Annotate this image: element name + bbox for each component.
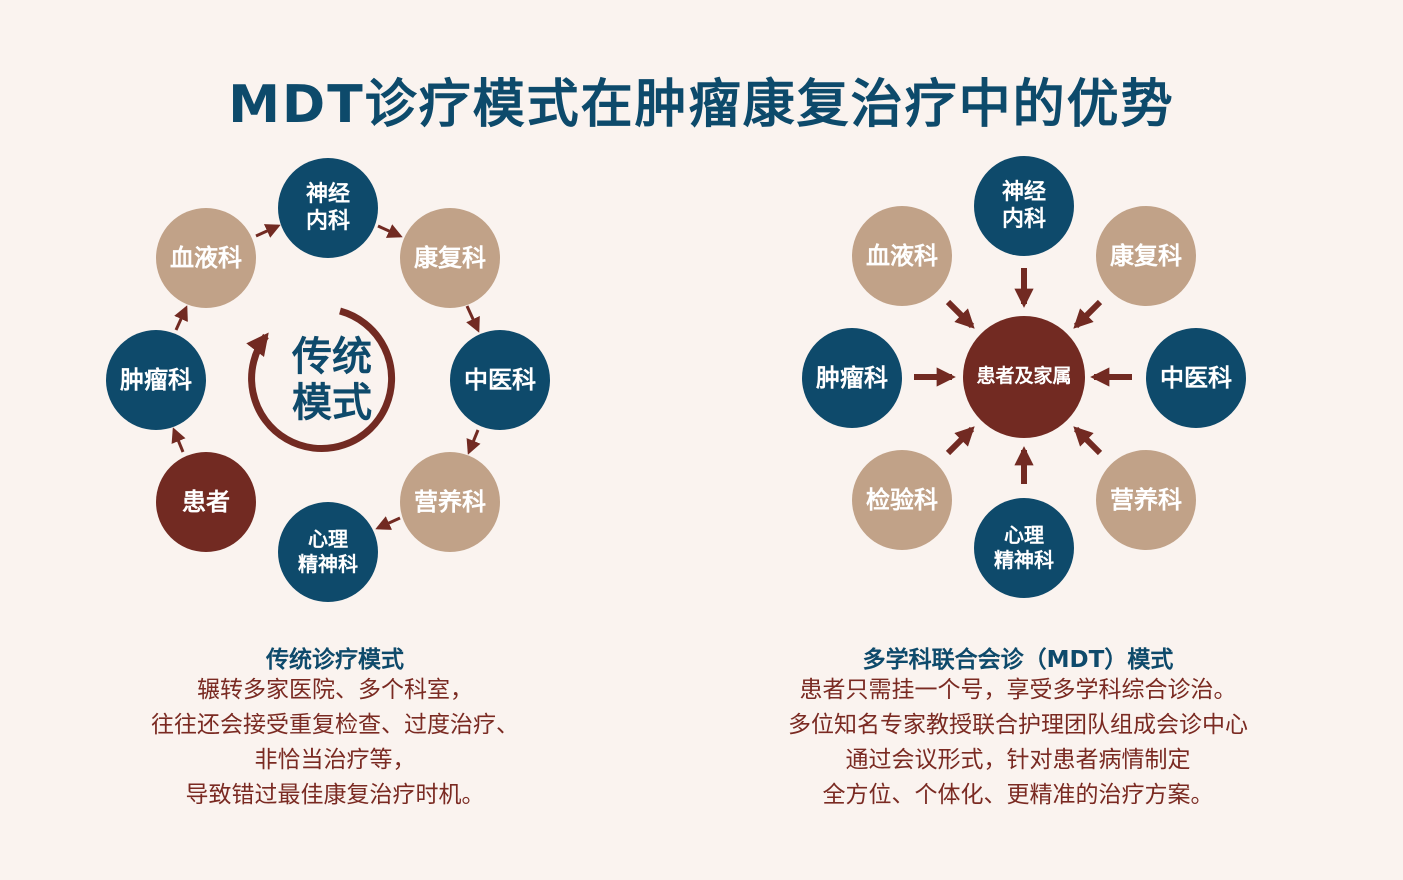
arrow-tcm-to-nutrition [466, 429, 481, 455]
arrow-nutrition-to-center [1073, 426, 1103, 456]
left-node-hematology: 血液科 [156, 208, 256, 308]
center-cycle-arrow [246, 307, 396, 453]
left-node-neurology: 神经 内科 [278, 158, 378, 258]
left-caption-title: 传统诊疗模式 [266, 647, 404, 673]
left-caption: 辗转多家医院、多个科室， 往往还会接受重复检查、过度治疗、 非恰当治疗等， 导致… [40, 673, 630, 813]
right-caption-line: 多位知名专家教授联合护理团队组成会诊中心 [788, 712, 1248, 738]
page-title: MDT诊疗模式在肿瘤康复治疗中的优势 [228, 75, 1175, 135]
arrow-rehab-to-center [1073, 299, 1103, 329]
right-node-hematology: 血液科 [852, 206, 952, 306]
left-caption-line: 辗转多家医院、多个科室， [197, 677, 473, 703]
arrow-lab-to-center [945, 426, 975, 456]
right-node-psychiatry: 心理 精神科 [974, 498, 1074, 598]
arrow-nutrition-to-psych [375, 516, 401, 530]
left-node-psychiatry: 心理 精神科 [278, 502, 378, 602]
left-node-tcm: 中医科 [450, 330, 550, 430]
traditional-mode-label: 传统 模式 [292, 333, 372, 426]
right-converging-arrows [914, 268, 1132, 484]
right-node-oncology: 肿瘤科 [802, 328, 902, 428]
right-node-tcm: 中医科 [1146, 328, 1246, 428]
arrow-rehab-to-tcm [465, 305, 480, 333]
right-caption-line: 通过会议形式，针对患者病情制定 [845, 747, 1191, 773]
left-node-rehabilitation: 康复科 [400, 208, 500, 308]
right-node-rehabilitation: 康复科 [1096, 206, 1196, 306]
arrow-hematology-to-center [945, 299, 975, 329]
right-node-laboratory: 检验科 [852, 450, 952, 550]
right-caption: 患者只需挂一个号，享受多学科综合诊治。 多位知名专家教授联合护理团队组成会诊中心… [718, 673, 1318, 813]
arrow-hematology-to-neuro [255, 224, 281, 238]
right-node-neurology: 神经 内科 [974, 156, 1074, 256]
right-caption-line: 全方位、个体化、更精准的治疗方案。 [822, 782, 1214, 808]
arrow-neuro-to-rehab [377, 224, 403, 238]
arrow-patient-to-oncology [171, 427, 186, 453]
left-node-nutrition: 营养科 [400, 452, 500, 552]
arrow-oncology-to-hematology [174, 305, 188, 331]
left-node-patient: 患者 [156, 452, 256, 552]
right-node-patient-family: 患者及家属 [963, 316, 1085, 438]
left-cycle-arrows [171, 224, 481, 530]
right-caption-line: 患者只需挂一个号，享受多学科综合诊治。 [799, 677, 1237, 703]
right-node-nutrition: 营养科 [1096, 450, 1196, 550]
left-caption-line: 导致错过最佳康复治疗时机。 [185, 782, 485, 808]
left-node-oncology: 肿瘤科 [106, 330, 206, 430]
right-caption-title: 多学科联合会诊（MDT）模式 [862, 647, 1174, 673]
left-caption-line: 非恰当治疗等， [254, 747, 416, 773]
left-caption-line: 往往还会接受重复检查、过度治疗、 [151, 712, 519, 738]
